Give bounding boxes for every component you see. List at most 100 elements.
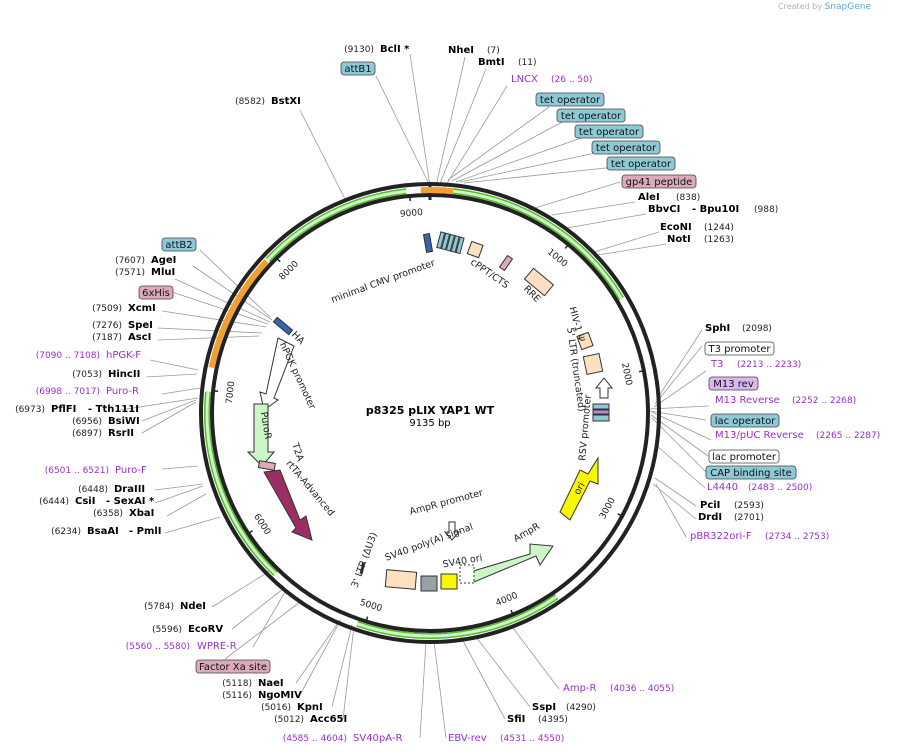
feature-tag-box	[705, 465, 797, 480]
site-position: (838)	[676, 193, 700, 203]
primer-range: (6501 .. 6521)	[45, 466, 109, 476]
primer-range: (2483 .. 2500)	[748, 483, 812, 493]
feature-arcs	[204, 187, 624, 639]
leader-line	[252, 591, 286, 648]
primer-label: Puro-F	[115, 465, 147, 476]
ha-box	[272, 316, 294, 336]
ring-tick	[213, 389, 219, 392]
enzyme-label: SphI	[705, 323, 730, 334]
leader-line	[231, 588, 284, 630]
primer-label: M13 Reverse	[715, 395, 780, 406]
leader-line	[566, 213, 647, 229]
primer-range: (2265 .. 2287)	[816, 431, 880, 441]
feature-tag-box	[710, 413, 780, 428]
ring-tick-label: 9000	[400, 208, 424, 220]
primer-range: (2734 .. 2753)	[765, 532, 829, 542]
primer-range: (2252 .. 2268)	[792, 396, 856, 406]
enzyme-label: XbaI	[129, 508, 154, 519]
enzyme-label: NotI	[667, 234, 691, 245]
ltr5-box	[582, 352, 604, 376]
site-position: (5118)	[222, 679, 252, 689]
feature-tag-label: Factor Xa site	[199, 662, 267, 673]
green-arc-1-fill	[452, 189, 623, 300]
feature-tag-label: tet operator	[561, 111, 622, 122]
leader-line	[433, 640, 447, 739]
feature-tag-label: T3 promoter	[707, 344, 771, 355]
leader-line	[460, 636, 506, 720]
leader-line	[451, 119, 567, 182]
cmv-box	[422, 233, 434, 253]
primer-range: (6998 .. 7017)	[36, 387, 100, 397]
enzyme-label: BbvCI	[648, 204, 680, 215]
leader-line	[192, 265, 273, 321]
backbone-outer-ring	[199, 182, 661, 644]
leader-line	[299, 620, 341, 696]
ampr-promoter-arrow	[443, 521, 461, 541]
leader-line	[442, 85, 508, 191]
leader-line	[551, 201, 636, 216]
green-arc-2-fill	[266, 189, 407, 262]
orange-arc-2-fill	[210, 260, 268, 368]
site-position: (8582)	[235, 97, 265, 107]
leader-line	[295, 619, 341, 684]
site-position: (6234)	[51, 527, 81, 537]
enzyme-label: EcoNI	[660, 222, 692, 233]
site-position: (6448)	[78, 485, 108, 495]
enzyme-label: - Bpu10I	[692, 204, 739, 215]
primer-range: (5560 .. 5580)	[126, 642, 190, 652]
inner-features	[246, 231, 614, 592]
site-position: (7053)	[72, 370, 102, 380]
site-position: (988)	[754, 205, 778, 215]
green-arc-3-fill	[205, 391, 277, 575]
feature-tag-label: 6xHis	[142, 288, 170, 299]
site-position: (5596)	[152, 625, 182, 635]
enzyme-label: - SexAI *	[106, 496, 155, 507]
feature-tag-label: tet operator	[611, 159, 672, 170]
site-position: (7509)	[92, 304, 122, 314]
rsv-promoter-arrow	[594, 377, 614, 399]
leader-line	[157, 327, 263, 334]
ring-tick	[564, 244, 569, 249]
leader-line	[419, 640, 427, 739]
snapgene-credit: Created by SnapGene	[778, 2, 871, 12]
leader-line	[656, 445, 706, 489]
enzyme-label: - Tth111I	[88, 404, 139, 415]
enzyme-label: SspI	[532, 702, 556, 713]
inner-feature-label: minimal CMV promoter	[330, 258, 437, 306]
site-position: (7)	[487, 46, 500, 56]
primer-label: WPRE-R	[197, 641, 237, 652]
site-position: (5784)	[144, 602, 174, 612]
enzyme-label: SfiI	[507, 714, 525, 725]
primer-label: pBR322ori-F	[690, 531, 752, 542]
leader-lines	[119, 53, 712, 739]
enzyme-label: DrdI	[698, 512, 722, 523]
enzyme-label: SpeI	[128, 320, 153, 331]
site-position: (5116)	[222, 691, 252, 701]
enzyme-label: BclI *	[380, 44, 410, 55]
site-position: (4290)	[566, 703, 596, 713]
ring-tick	[247, 530, 253, 535]
enzyme-label: HincII	[108, 369, 140, 380]
leader-line	[438, 68, 487, 187]
site-position: (6444)	[39, 497, 69, 507]
leader-line	[299, 109, 346, 200]
feature-tag-box	[704, 341, 775, 356]
primer-label: M13/pUC Reverse	[715, 430, 804, 441]
feature-tag-label: tet operator	[579, 127, 640, 138]
inner-feature-label: AmpR	[512, 521, 542, 545]
leader-line	[164, 516, 221, 534]
enzyme-label: - PmlI	[129, 526, 162, 537]
enzyme-label: BstXI	[271, 96, 301, 107]
enzyme-label: NheI	[448, 45, 474, 56]
enzyme-label: BmtI	[478, 57, 505, 68]
enzyme-label: PciI	[700, 500, 720, 511]
leader-line	[475, 636, 531, 708]
leader-line	[154, 483, 204, 491]
ltr3-box	[384, 569, 418, 590]
leader-line	[435, 56, 466, 187]
leader-line	[141, 401, 197, 434]
primer-label: hPGK-F	[106, 350, 141, 361]
site-position: (6973)	[15, 405, 45, 415]
site-position: (9130)	[344, 45, 374, 55]
site-position: (7607)	[115, 256, 145, 266]
